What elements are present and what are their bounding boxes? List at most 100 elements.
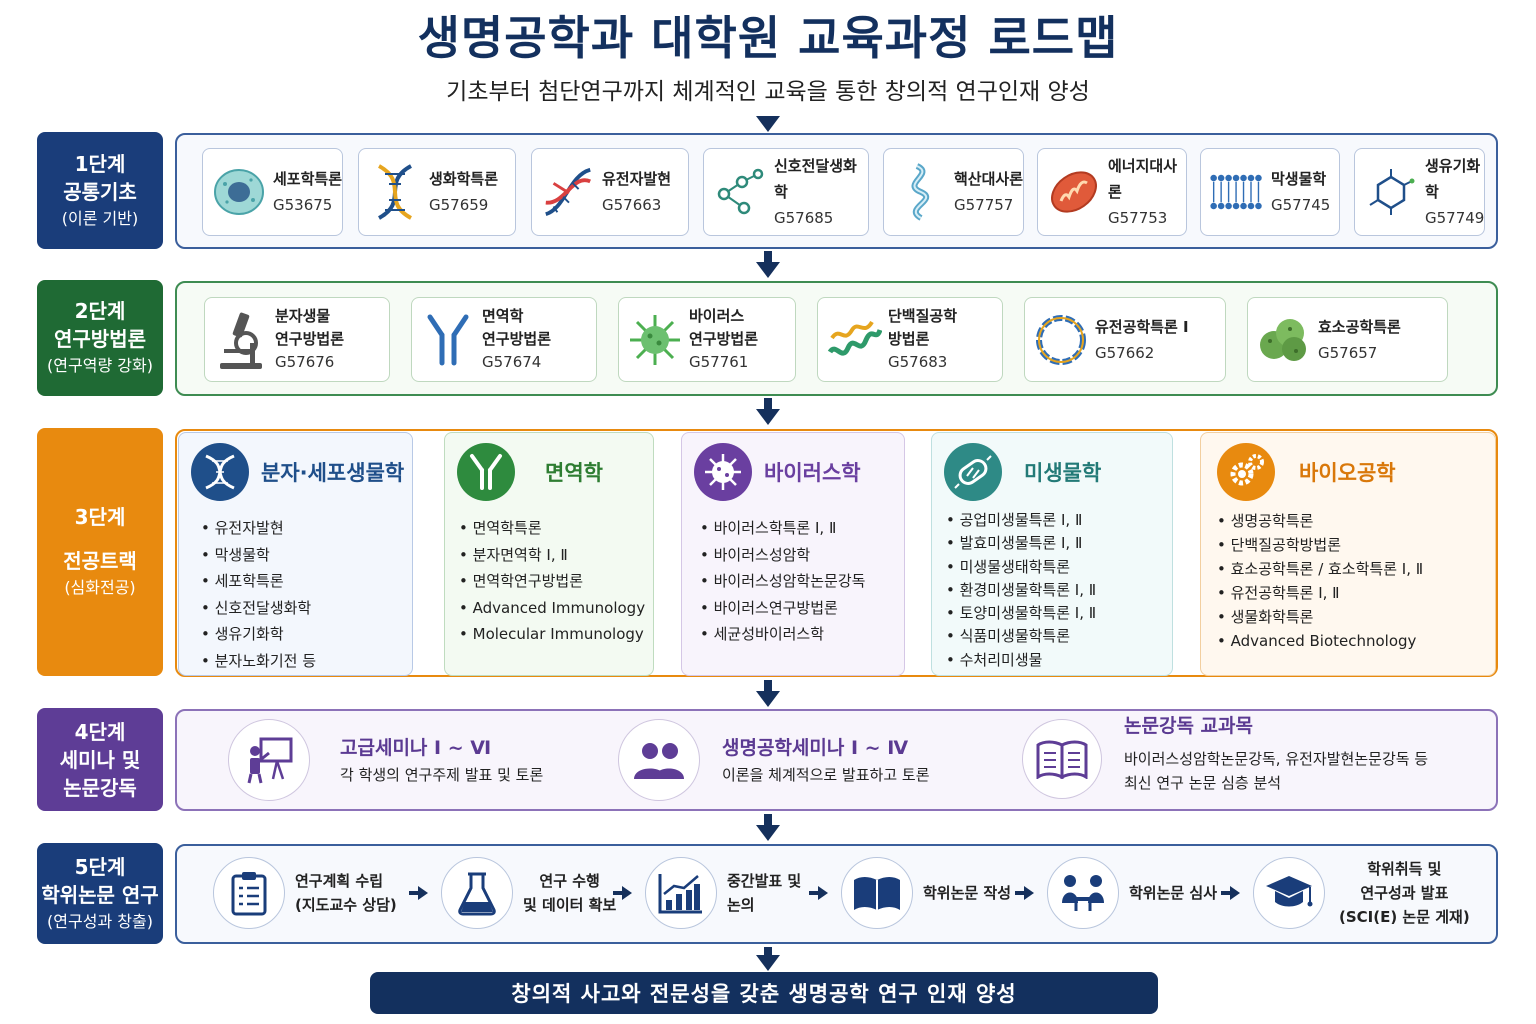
step-line1: 학위논문 작성 bbox=[923, 884, 1012, 902]
stage5-name: 학위논문 연구 bbox=[41, 882, 159, 907]
course-name: 에너지대사론 bbox=[1108, 157, 1178, 201]
course-name-line2: 연구방법론 bbox=[689, 330, 759, 348]
microscope-icon bbox=[213, 312, 269, 369]
step-arrow-stem bbox=[809, 891, 819, 895]
step-line2: 연구성과 발표 bbox=[1360, 884, 1449, 902]
review-meeting-icon bbox=[1047, 857, 1119, 929]
stage3-label: 3단계 전공트랙 (심화전공) bbox=[37, 428, 163, 676]
stage1-number: 1단계 bbox=[74, 151, 126, 176]
list-item: 세포학특론 bbox=[201, 568, 316, 595]
page-title: 생명공학과 대학원 교육과정 로드맵 bbox=[417, 11, 1119, 65]
seminar-desc-line2: 최신 연구 논문 심층 분석 bbox=[1124, 774, 1282, 792]
stage2-sub: (연구역량 강화) bbox=[47, 356, 153, 375]
stage3-name: 전공트랙 bbox=[63, 549, 137, 573]
book-icon bbox=[1022, 719, 1102, 799]
stage4-label: 4단계 세미나 및 논문강독 bbox=[37, 708, 163, 811]
stage4-number: 4단계 bbox=[74, 719, 126, 744]
track-name: 미생물학 bbox=[1024, 461, 1102, 485]
dna-icon bbox=[191, 443, 249, 501]
course-name: 세포학특론 bbox=[273, 170, 343, 188]
step-arrow-stem bbox=[613, 891, 623, 895]
track-course-list: 공업미생물특론 Ⅰ, Ⅱ 발효미생물특론 Ⅰ, Ⅱ 미생물생태학특론 환경미생물… bbox=[946, 509, 1097, 672]
step-line1: 연구계획 수립 bbox=[295, 872, 384, 890]
signal-network-icon bbox=[712, 164, 768, 220]
flow-arrow bbox=[756, 825, 780, 841]
seminar-desc: 이론을 체계적으로 발표하고 토론 bbox=[722, 766, 930, 784]
course-name: 유전자발현 bbox=[602, 170, 672, 188]
step-arrow-stem bbox=[1221, 891, 1231, 895]
step-arrow bbox=[1024, 886, 1034, 900]
nucleic-acid-icon bbox=[892, 163, 948, 221]
stage5-sub: (연구성과 창출) bbox=[47, 911, 153, 931]
flow-arrow bbox=[756, 691, 780, 707]
step-arrow-stem bbox=[409, 891, 419, 895]
stage2-label: 2단계 연구방법론 (연구역량 강화) bbox=[37, 280, 163, 396]
flow-arrow-stem bbox=[764, 814, 772, 826]
list-item: 효소공학특론 / 효소학특론 Ⅰ, Ⅱ bbox=[1217, 557, 1424, 581]
stage4-name-line1: 세미나 및 bbox=[59, 747, 141, 772]
course-code: G57749 bbox=[1425, 209, 1485, 227]
step-line2: (지도교수 상담) bbox=[295, 896, 397, 914]
research-step: 학위논문 심사 bbox=[1047, 857, 1217, 929]
list-item: 바이러스성암학논문강독 bbox=[700, 568, 866, 595]
track-virology: 바이러스학 바이러스학특론 Ⅰ, Ⅱ 바이러스성암학 바이러스성암학논문강독 바… bbox=[681, 432, 905, 676]
course-code: G57685 bbox=[774, 209, 834, 227]
seminar-item: 생명공학세미나 Ⅰ ~ Ⅳ 이론을 체계적으로 발표하고 토론 bbox=[618, 719, 930, 801]
course-code: G57745 bbox=[1271, 196, 1331, 214]
course-code: G57753 bbox=[1108, 209, 1168, 227]
gears-icon bbox=[1217, 443, 1275, 501]
list-item: 분자노화기전 등 bbox=[201, 648, 316, 675]
stage2-number: 2단계 bbox=[74, 299, 126, 323]
flow-arrow-stem bbox=[764, 398, 772, 410]
course-code: G57761 bbox=[689, 353, 749, 371]
course-code: G53675 bbox=[273, 196, 333, 214]
step-line2: 및 데이터 확보 bbox=[523, 896, 617, 914]
stage4-panel bbox=[175, 709, 1498, 811]
list-item: 신호전달생화학 bbox=[201, 595, 316, 622]
list-item: 유전공학특론 Ⅰ, Ⅱ bbox=[1217, 581, 1423, 605]
course-name-line2: 연구방법론 bbox=[275, 330, 345, 348]
flow-arrow bbox=[756, 262, 780, 278]
step-arrow bbox=[418, 886, 428, 900]
course-code: G57662 bbox=[1095, 343, 1155, 362]
seminar-title: 생명공학세미나 Ⅰ ~ Ⅳ bbox=[722, 737, 909, 759]
course-code: G57757 bbox=[954, 196, 1014, 214]
list-item: Advanced Immunology bbox=[459, 595, 645, 622]
list-item: 면역학연구방법론 bbox=[459, 568, 645, 595]
course-name-line1: 바이러스 bbox=[689, 307, 745, 325]
flow-arrow-stem bbox=[764, 251, 772, 263]
seminar-title: 논문강독 교과목 bbox=[1124, 715, 1253, 737]
list-item: 공업미생물특론 Ⅰ, Ⅱ bbox=[946, 509, 1096, 532]
list-item: 발효미생물특론 Ⅰ, Ⅱ bbox=[946, 532, 1096, 555]
research-step: 연구계획 수립 (지도교수 상담) bbox=[213, 857, 397, 929]
list-item: 생물화학특론 bbox=[1217, 605, 1423, 629]
course-code: G57657 bbox=[1318, 343, 1378, 362]
stage1-sub: (이론 기반) bbox=[61, 208, 139, 228]
track-molecular-cell: 분자·세포생물학 유전자발현 막생물학 세포학특론 신호전달생화학 생유기화학 … bbox=[178, 432, 413, 676]
list-item: 식품미생물학특론 bbox=[946, 625, 1096, 648]
list-item: 유전자발현 bbox=[201, 515, 316, 542]
flow-arrow bbox=[756, 955, 780, 971]
list-item: 막생물학 bbox=[201, 542, 316, 569]
step-arrow-stem bbox=[1015, 891, 1025, 895]
list-item: 수처리미생물 bbox=[946, 649, 1096, 672]
stage5-label: 5단계 학위논문 연구 (연구성과 창출) bbox=[37, 843, 163, 944]
course-name: 신호전달생화학 bbox=[774, 157, 857, 201]
list-item: 단백질공학방법론 bbox=[1217, 533, 1423, 557]
stage1-name: 공통기초 bbox=[63, 179, 137, 204]
track-name: 바이러스학 bbox=[764, 461, 861, 485]
stage4-name-line2: 논문강독 bbox=[63, 775, 137, 800]
dna-expression-icon bbox=[540, 164, 596, 220]
course-name: 막생물학 bbox=[1271, 170, 1327, 188]
course-code: G57683 bbox=[888, 353, 948, 371]
chart-icon bbox=[645, 857, 717, 929]
track-course-list: 바이러스학특론 Ⅰ, Ⅱ 바이러스성암학 바이러스성암학논문강독 바이러스연구방… bbox=[700, 515, 866, 648]
course-code: G57674 bbox=[482, 353, 542, 371]
